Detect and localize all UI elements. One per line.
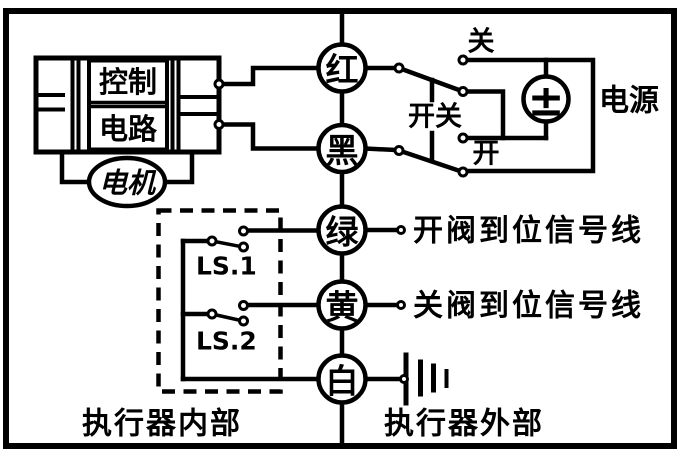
ls1-label: LS.1 bbox=[196, 252, 257, 281]
control-terminal-node bbox=[213, 78, 225, 90]
close-signal-label: 关阀到位信号线 bbox=[413, 289, 644, 324]
zone-external-label: 执行器外部 bbox=[384, 407, 544, 442]
wire-terminals: 红 黑 绿 黄 白 bbox=[316, 42, 368, 405]
wire-motor-right bbox=[161, 149, 195, 185]
control-circuit-box: 控制 电路 bbox=[33, 55, 222, 155]
wire-motor-left bbox=[59, 149, 93, 185]
control-box-outline bbox=[33, 55, 222, 155]
switch-open-contact bbox=[457, 132, 469, 144]
terminal-yellow bbox=[316, 279, 368, 331]
terminal-black bbox=[316, 122, 368, 175]
battery-icon bbox=[521, 74, 571, 124]
ls2-tip-node bbox=[238, 315, 249, 327]
terminal-black-label: 黑 bbox=[326, 131, 359, 170]
ls1-pivot-node bbox=[206, 235, 218, 247]
switch-tip-node bbox=[457, 86, 469, 97]
terminal-yellow-label: 黄 bbox=[326, 288, 359, 327]
green-signal-terminal bbox=[396, 225, 406, 235]
ls2-pivot-node bbox=[206, 308, 218, 320]
motor-label: 电机 bbox=[99, 167, 157, 200]
switch-label: 开关 bbox=[408, 102, 462, 133]
switch-open-label: 开 bbox=[473, 139, 500, 170]
switch-pivot-node bbox=[393, 145, 405, 156]
terminal-red-label: 红 bbox=[326, 51, 359, 90]
wire-control-to-red bbox=[220, 65, 321, 87]
zone-internal-label: 执行器内部 bbox=[82, 407, 242, 442]
wire-arm-to-battery bbox=[462, 89, 506, 141]
switch-tip-node bbox=[457, 166, 469, 178]
yellow-signal-terminal bbox=[396, 300, 406, 310]
terminal-green-label: 绿 bbox=[326, 213, 360, 252]
open-signal-label: 开阀到位信号线 bbox=[413, 214, 644, 249]
switch-close-contact bbox=[457, 54, 469, 66]
terminal-red bbox=[316, 42, 368, 94]
switch-pivot-node bbox=[393, 62, 405, 74]
power-label: 电源 bbox=[599, 84, 659, 119]
wire-power-loop bbox=[460, 57, 596, 174]
control-box-label-line1: 控制 bbox=[99, 65, 157, 99]
manual-switch bbox=[362, 65, 466, 175]
limit-switch-dashed-outline bbox=[156, 208, 283, 394]
power-source: ± bbox=[460, 57, 596, 174]
ls1-tip-node bbox=[238, 241, 249, 253]
ground-junction-node bbox=[399, 374, 409, 384]
control-box-label-line2: 电路 bbox=[99, 112, 158, 146]
terminal-white bbox=[316, 353, 368, 405]
motor: 电机 bbox=[59, 149, 195, 209]
wire-control-to-black bbox=[220, 122, 321, 151]
battery-polarity-symbol: ± bbox=[528, 76, 565, 127]
control-terminal-node bbox=[213, 119, 225, 130]
limit-switch-box bbox=[156, 208, 321, 394]
motor-ellipse bbox=[86, 155, 168, 209]
ls2-label: LS.2 bbox=[196, 327, 257, 356]
terminal-green bbox=[316, 204, 368, 256]
ls2-fixed-contact bbox=[238, 300, 249, 311]
switch-close-label: 关 bbox=[468, 27, 495, 58]
terminal-white-label: 白 bbox=[326, 362, 359, 401]
wire-black-to-switch bbox=[362, 146, 399, 153]
ls1-fixed-contact bbox=[238, 225, 249, 237]
